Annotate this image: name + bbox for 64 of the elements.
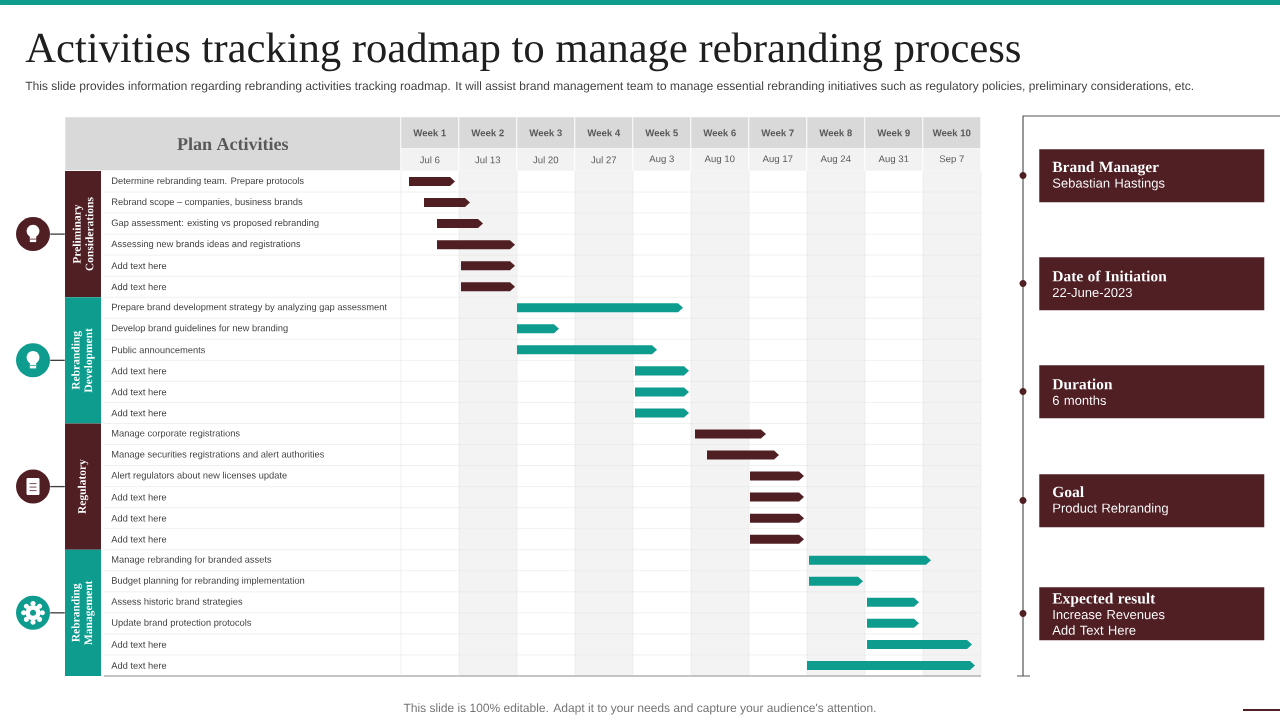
week-header: Week 5 <box>633 117 691 149</box>
date-header: Sep 7 <box>923 148 981 171</box>
activity-label: Develop brand guidelines for new branding <box>112 324 288 334</box>
date-header: Aug 17 <box>749 148 807 171</box>
category-band: Preliminary Considerations <box>65 171 101 298</box>
activity-label: Prepare brand development strategy by analyzing gap assessment <box>112 303 387 313</box>
activity-label: Add text here <box>111 535 167 543</box>
week-header: Week 3 <box>517 117 575 149</box>
activity-label: Add text here <box>111 283 167 291</box>
activity-label: Add text here <box>111 262 167 270</box>
clipboard-icon <box>16 469 50 504</box>
connector-line <box>49 485 66 488</box>
footer-note: This slide is 100% editable. Adapt it to your needs and capture your audience's attention. <box>403 703 876 715</box>
date-header: Aug 10 <box>691 148 749 171</box>
activity-label: Public announcements <box>112 346 206 354</box>
week-header: Week 8 <box>807 117 865 149</box>
activity-label: Alert regulators about new licenses update <box>111 471 287 481</box>
week-header: Week 2 <box>459 117 517 149</box>
date-header: Jul 20 <box>517 148 575 171</box>
info-card: Goal Product Rebranding <box>1039 474 1265 528</box>
week-header: Week 7 <box>749 117 807 149</box>
activity-label: Gap assessment: existing vs proposed rebranding <box>111 219 319 228</box>
activity-label: Assessing new brands ideas and registrations <box>111 240 301 249</box>
activity-label: Manage securities registrations and alert authorities <box>112 450 324 460</box>
lightbulb-icon <box>16 217 50 252</box>
activity-label: Add text here <box>111 514 167 522</box>
subtitle: This slide provides information regarding rebranding activities tracking roadmap. It will assist brand management team to manage essential rebranding initiatives such as regulatory policies, preliminary considerations, etc. <box>25 81 1193 93</box>
date-header: Jul 13 <box>459 148 517 171</box>
info-card: Duration 6 months <box>1039 365 1265 419</box>
activity-label: Add text here <box>111 641 167 648</box>
date-header: Aug 31 <box>865 148 923 171</box>
activity-label: Add text here <box>111 662 167 669</box>
date-header: Jul 6 <box>401 148 459 171</box>
activity-label: Assess historic brand strategies <box>111 598 243 607</box>
week-header: Week 6 <box>691 117 749 149</box>
activity-label: Manage corporate registrations <box>112 429 240 439</box>
info-card: Brand Manager Sebastian Hastings <box>1039 149 1265 203</box>
connector-line <box>49 359 66 362</box>
title: Activities tracking roadmap to manage rebranding process <box>25 32 1020 72</box>
connector-line <box>49 612 66 614</box>
lightbulb-icon <box>16 343 50 378</box>
category-band: Rebranding Development <box>65 297 101 424</box>
connector-line <box>49 233 66 235</box>
week-header: Week 10 <box>923 117 981 149</box>
activity-label: Rebrand scope – companies, business brands <box>112 198 303 207</box>
week-header: Week 9 <box>865 117 923 149</box>
info-card: Date of Initiation 22-June-2023 <box>1039 257 1265 311</box>
category-band: Regulatory <box>65 423 101 550</box>
gear-icon <box>16 595 50 630</box>
activity-label: Determine rebranding team. Prepare protocols <box>112 177 304 186</box>
activity-label: Add text here <box>111 388 167 396</box>
date-header: Aug 24 <box>807 148 865 171</box>
date-header: Jul 27 <box>575 148 633 171</box>
info-card: Expected result Increase Revenues Add Text Here <box>1039 587 1265 641</box>
week-header: Week 1 <box>401 117 459 149</box>
activity-label: Add text here <box>111 493 167 501</box>
category-band: Rebranding Management <box>65 549 101 676</box>
date-header: Aug 3 <box>633 148 691 171</box>
week-header: Week 4 <box>575 117 633 149</box>
activity-label: Manage rebranding for branded assets <box>112 555 272 565</box>
activity-label: Update brand protection protocols <box>112 619 252 628</box>
activity-label: Add text here <box>111 409 167 417</box>
activity-label: Add text here <box>111 367 167 375</box>
activity-label: Budget planning for rebranding implementation <box>112 576 305 586</box>
